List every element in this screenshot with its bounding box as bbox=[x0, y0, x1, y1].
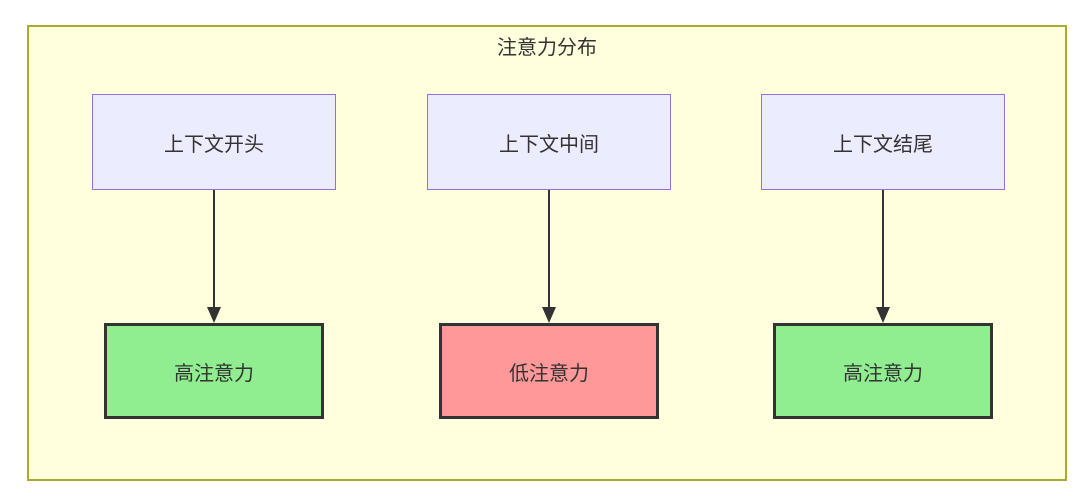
diagram-title: 注意力分布 bbox=[497, 37, 597, 59]
node-context-end: 上下文结尾 bbox=[761, 94, 1005, 190]
arrow-down-icon bbox=[876, 190, 890, 323]
node-low-attention-middle: 低注意力 bbox=[439, 323, 659, 419]
node-high-attention-end: 高注意力 bbox=[773, 323, 993, 419]
node-high-attention-start: 高注意力 bbox=[104, 323, 324, 419]
arrow-down-icon bbox=[207, 190, 221, 323]
node-context-beginning: 上下文开头 bbox=[92, 94, 336, 190]
node-context-middle: 上下文中间 bbox=[427, 94, 671, 190]
attention-distribution-diagram: 注意力分布 上下文开头 高注意力 上下文中间 低注意力 上下文结尾 高注意力 bbox=[27, 25, 1067, 481]
arrow-down-icon bbox=[542, 190, 556, 323]
